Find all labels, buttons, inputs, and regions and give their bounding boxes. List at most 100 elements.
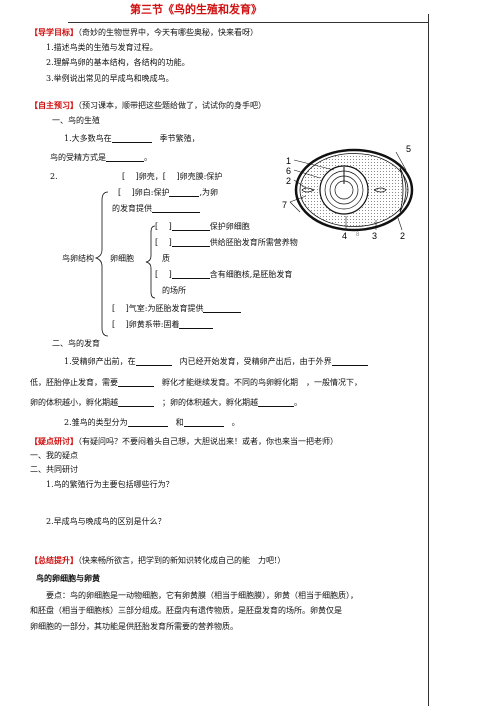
dev-q2-line: 2.雏鸟的类型分为 和 。 <box>64 418 240 428</box>
d2-text-a: 2.雏鸟的类型分为 <box>64 418 128 427</box>
egg-label-7: 7 <box>282 200 287 210</box>
chalaza-text: [ ]卵黄系带:固着 <box>112 320 180 329</box>
summary-paragraph-3: 卵细胞的一部分，其功能是供胚胎发育所需要的营养物质。 <box>30 622 238 631</box>
egg-label-2-right: 2 <box>400 231 405 241</box>
guide-item-2: 2.理解鸟卵的基本结构，各结构的功能。 <box>46 58 190 67</box>
yolk-membrane-line: [ ] 保护卵细胞 <box>155 222 250 232</box>
membrane-bracket: [ ] <box>155 222 172 231</box>
answer-blank[interactable] <box>135 357 172 367</box>
answer-blank[interactable] <box>106 153 144 163</box>
albumen-text-b: ,为卵 <box>199 188 219 197</box>
answer-blank[interactable] <box>127 418 168 428</box>
d2-text-c: 。 <box>231 418 240 427</box>
egg-cell-label: 卵细胞 <box>110 254 134 263</box>
doubt-intro: （有疑问吗？不要闷着头自己想，大胆说出来！或者，你也来当一把老师） <box>78 437 338 446</box>
egg-label-6: 6 <box>286 166 291 176</box>
air-text: [ ]气室:为胚胎发育提供 <box>112 304 204 313</box>
egg-chalaza-left <box>301 187 315 193</box>
doubt-section: 【疑点研讨】（有疑问吗？不要闷着头自己想，大胆说出来！或者，你也来当一把老师） <box>30 436 338 446</box>
inner-brace <box>145 225 156 299</box>
preview-intro: （预习课本，顺带把这些题给做了，试试你的身手吧） <box>78 101 266 110</box>
answer-blank[interactable] <box>258 398 294 408</box>
d1-text-g: 。 <box>294 398 302 407</box>
answer-blank[interactable] <box>111 134 152 144</box>
answer-blank[interactable] <box>118 378 154 388</box>
guide-item-1: 1.描述鸟类的生殖与发育过程。 <box>46 43 158 52</box>
membrane-text: 保护卵细胞 <box>209 222 250 231</box>
egg-air-chamber <box>399 167 407 213</box>
egg-chalaza-right <box>373 187 387 193</box>
egg-label-5: 5 <box>406 144 411 154</box>
d1-text-a: 1.受精卵产出前，在 <box>64 357 136 366</box>
title-rule <box>68 22 428 23</box>
chalaza-line: [ ]卵黄系带:固着 <box>112 320 214 330</box>
section-reproduction: 一、鸟的生殖 <box>52 116 100 125</box>
disc-text: 含有细胞核,是胚胎发育 <box>209 270 293 279</box>
disc-bracket: [ ] <box>155 270 172 279</box>
answer-blank[interactable] <box>171 222 210 232</box>
albumen-text-a: [ ]卵白:保护 <box>118 188 170 197</box>
egg-label-2-left: 2 <box>286 176 291 186</box>
answer-blank[interactable] <box>152 204 200 214</box>
doubt-sub-1: 一、我的疑点 <box>30 451 78 460</box>
d1-text-d: 孵化才能继续发育。不同的鸟卵孵化期 ，一般情况下， <box>162 378 362 387</box>
germinal-disc-line-2: 的场所 <box>162 286 186 295</box>
egg-label-4: 4 <box>342 231 347 241</box>
d1-text-f: ；卵的体积越大，孵化期越 <box>162 398 258 407</box>
answer-blank[interactable] <box>169 188 200 198</box>
answer-blank[interactable] <box>179 320 214 330</box>
d1-text-e: 卵的体积越小，孵化期越 <box>30 398 118 407</box>
doubt-question-2: 2.早成鸟与晚成鸟的区别是什么？ <box>46 517 166 526</box>
dev-q1-line-2: 低，胚胎停止发育，需要 孵化才能继续发育。不同的鸟卵孵化期 ，一般情况下， <box>30 378 362 388</box>
egg-label-8: 8 <box>356 232 360 238</box>
guide-item-3: 3.举例说出常见的早成鸟和晚成鸟。 <box>46 74 174 83</box>
answer-blank[interactable] <box>171 270 210 280</box>
preview-section: 【自主预习】（预习课本，顺带把这些题给做了，试试你的身手吧） <box>30 100 266 110</box>
guide-heading: 【导学目标】 <box>30 27 78 37</box>
egg-structure-label: 鸟卵结构 <box>62 254 94 263</box>
doubt-sub-2: 二、共同研讨 <box>30 465 78 474</box>
egg-label-3: 3 <box>372 231 377 241</box>
yolk-text: 供给胚胎发育所需营养物 <box>209 238 298 247</box>
d1-text-b: 内已经开始发育，受精卵产出后，由于外界 <box>179 357 332 366</box>
d1-text-c: 低，胚胎停止发育，需要 <box>30 378 118 387</box>
preview-heading: 【自主预习】 <box>30 100 78 110</box>
page-title: 第三节《鸟的生殖和发育》 <box>130 3 262 16</box>
outer-brace <box>94 191 109 337</box>
yolk-line: [ ]供给胚胎发育所需营养物 <box>155 238 298 248</box>
summary-paragraph-2: 和胚盘（相当于细胞核）三部分组成。胚盘内有遗传物质，是胚盘发育的场所。卵黄仅是 <box>30 606 342 615</box>
egg-yolk <box>319 165 369 215</box>
answer-blank[interactable] <box>183 418 224 428</box>
albumen-line: [ ]卵白:保护 ,为卵 <box>118 188 219 198</box>
answer-blank[interactable] <box>171 238 210 248</box>
d2-text-b: 和 <box>175 418 184 427</box>
egg-diagram: 1 6 2 7 5 4 8 3 2 <box>282 144 414 241</box>
summary-section: 【总结提升】（快来畅所欲言，把学到的新知识转化成自己的能 力吧!） <box>30 555 286 565</box>
guide-section: 【导学目标】（奇妙的生物世界中，今天有哪些奥秘，快来看呀） <box>30 27 258 37</box>
answer-blank[interactable] <box>331 357 368 367</box>
question-2-label: 2. <box>50 172 58 181</box>
air-chamber-line: [ ]气室:为胚胎发育提供 <box>112 304 242 314</box>
albumen-line-2: 的发育提供 <box>112 204 200 214</box>
summary-heading: 【总结提升】 <box>30 555 78 565</box>
q1-text-d: 。 <box>144 153 152 162</box>
right-margin-line <box>428 14 429 706</box>
dev-q1-line-3: 卵的体积越小，孵化期越 ；卵的体积越大，孵化期越 。 <box>30 398 302 408</box>
germinal-disc-line: [ ] 含有细胞核,是胚胎发育 <box>155 270 293 280</box>
q1-text-c: 鸟的受精方式是 <box>50 153 106 162</box>
answer-blank[interactable] <box>203 304 242 314</box>
summary-paragraph-1: 要点：鸟的卵细胞是一动物细胞，它有卵黄膜（相当于细胞膜），卵黄（相当于细胞质）， <box>46 591 358 600</box>
q1-text-b: 季节繁殖， <box>159 134 200 143</box>
summary-subtitle: 鸟的卵细胞与卵黄 <box>36 573 100 583</box>
doubt-heading: 【疑点研讨】 <box>30 436 78 446</box>
section-development: 二、鸟的发育 <box>52 339 100 348</box>
summary-intro: （快来畅所欲言，把学到的新知识转化成自己的能 力吧!） <box>78 556 286 565</box>
guide-intro: （奇妙的生物世界中，今天有哪些奥秘，快来看呀） <box>78 28 258 37</box>
shell-line: [ ]卵壳，[ ]卵壳膜:保护 <box>122 172 223 181</box>
answer-blank[interactable] <box>118 398 154 408</box>
egg-label-1: 1 <box>286 156 291 166</box>
doubt-question-1: 1.鸟的繁殖行为主要包括哪些行为？ <box>46 480 174 489</box>
albumen-text-c: 的发育提供 <box>112 204 152 213</box>
question-1-line-2: 鸟的受精方式是 。 <box>50 153 152 163</box>
question-1-line-1: 1.大多数鸟在 季节繁殖， <box>64 134 200 144</box>
